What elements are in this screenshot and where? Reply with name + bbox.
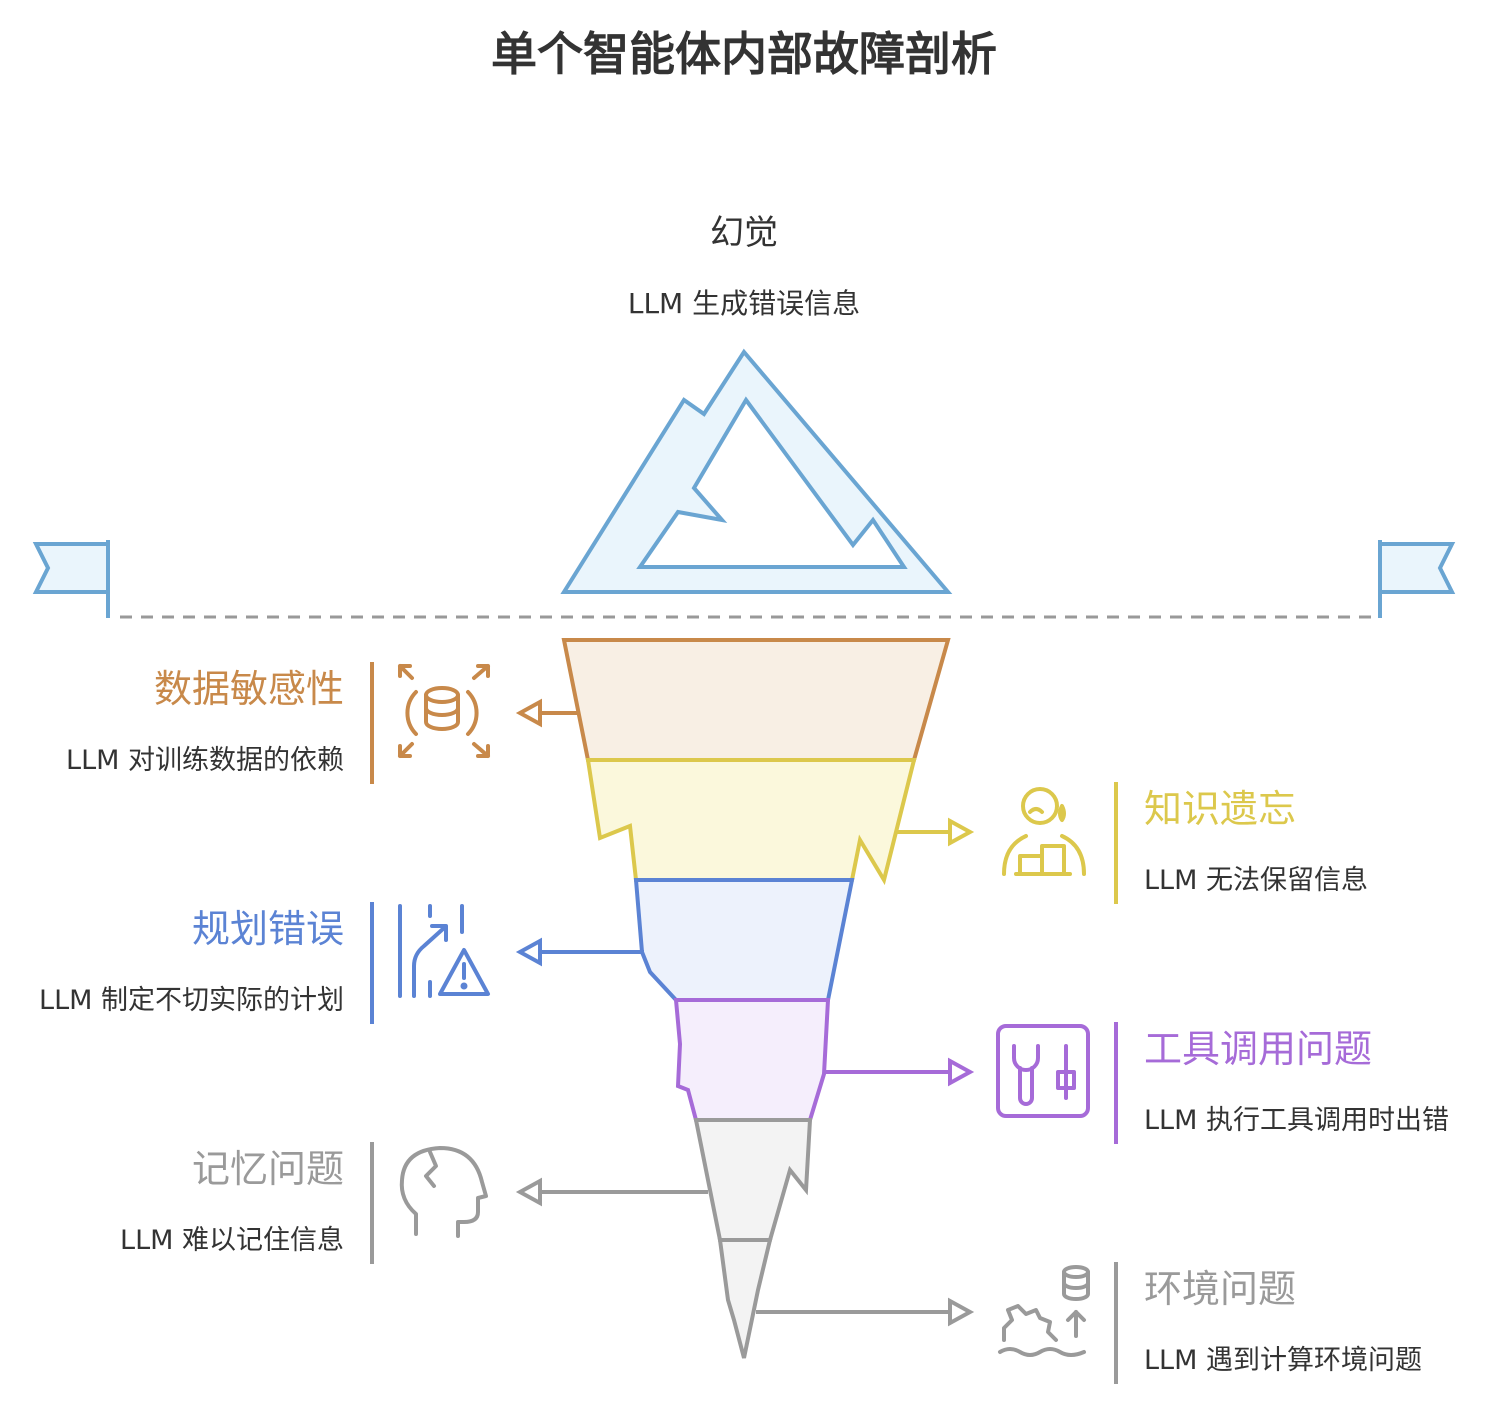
gear-database-icon [998, 1265, 1090, 1357]
layer-knowledge-band [585, 758, 917, 886]
layer-env-band [717, 1238, 773, 1359]
database-expand-icon [398, 664, 490, 758]
layer-data-band [561, 638, 951, 762]
funnel [561, 638, 951, 1359]
layer-tool-title: 工具调用问题 [1144, 1027, 1372, 1071]
layer-data-desc: LLM 对训练数据的依赖 [66, 745, 344, 776]
layer-memory-band [693, 1118, 813, 1242]
road-warning-icon [398, 904, 490, 998]
right-flag [1378, 540, 1456, 618]
connectors [515, 698, 975, 1327]
cracked-head-icon [399, 1146, 488, 1238]
layer-planning-desc: LLM 制定不切实际的计划 [39, 985, 344, 1016]
layer-env-desc: LLM 遇到计算环境问题 [1144, 1345, 1422, 1376]
layer-planning-band [633, 878, 855, 1002]
left-flag [32, 540, 110, 618]
layer-knowledge-title: 知识遗忘 [1144, 787, 1296, 831]
layer-memory-desc: LLM 难以记住信息 [120, 1225, 344, 1256]
iceberg-tip [560, 348, 953, 594]
tip-desc: LLM 生成错误信息 [628, 287, 860, 320]
layer-tool-desc: LLM 执行工具调用时出错 [1144, 1105, 1449, 1136]
layer-planning-title: 规划错误 [192, 907, 344, 951]
layer-memory-title: 记忆问题 [192, 1147, 344, 1191]
tip-title: 幻觉 [710, 213, 778, 253]
layer-env-title: 环境问题 [1144, 1267, 1296, 1311]
layer-knowledge-desc: LLM 无法保留信息 [1144, 865, 1368, 896]
page-title: 单个智能体内部故障剖析 [491, 27, 997, 81]
wrench-tool-icon [996, 1024, 1090, 1118]
person-sweat-icon [1002, 787, 1086, 876]
layer-tool-band [673, 998, 831, 1122]
layer-data-title: 数据敏感性 [154, 667, 344, 711]
